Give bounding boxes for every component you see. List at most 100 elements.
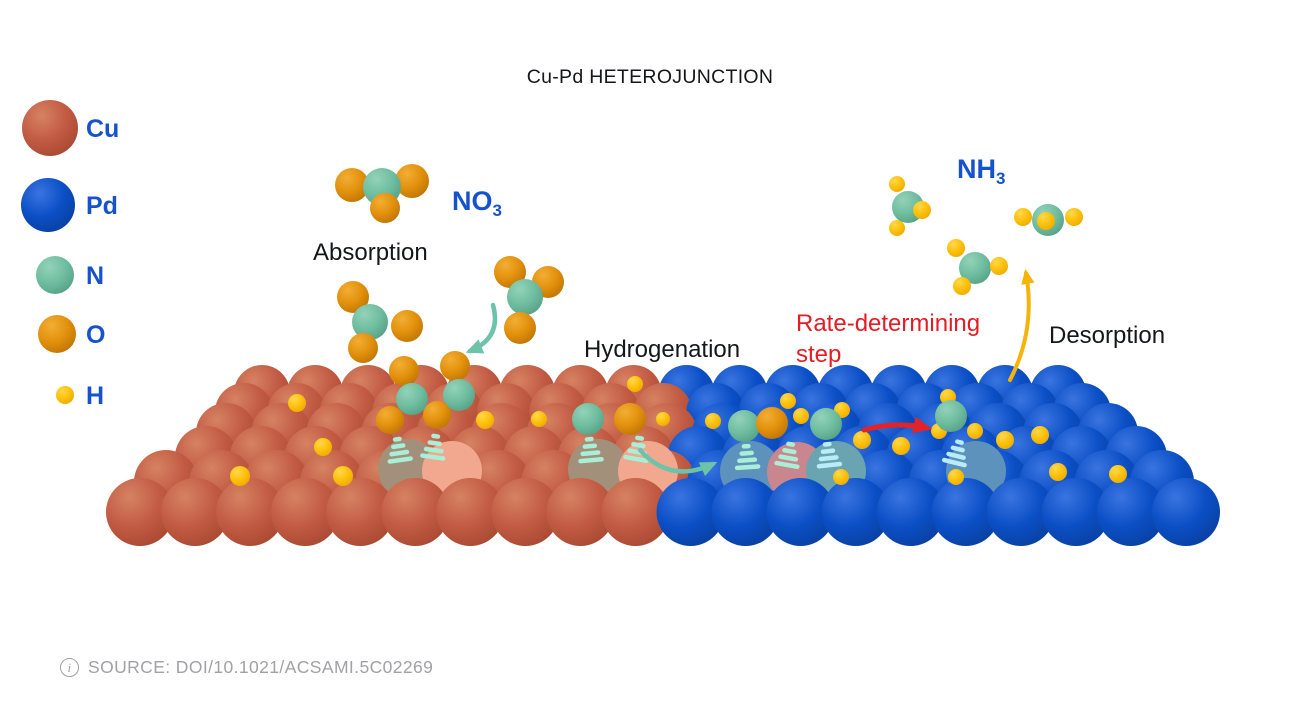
cu-atom xyxy=(491,478,560,546)
striped-bond xyxy=(941,439,967,468)
legend-label-h: H xyxy=(86,382,104,410)
h-atom xyxy=(656,412,670,426)
h-atom xyxy=(1109,465,1127,483)
no3-molecule-a xyxy=(335,164,429,223)
o-atom xyxy=(504,312,536,344)
desorption-arrow xyxy=(1008,268,1035,382)
n-atom xyxy=(728,410,760,442)
o-atom xyxy=(337,281,369,313)
o-atom xyxy=(756,407,788,439)
pd-atom xyxy=(931,478,1000,546)
o-atom xyxy=(348,333,378,363)
legend-item-h: H xyxy=(56,382,104,410)
h-atom xyxy=(996,431,1014,449)
o-atom xyxy=(614,403,646,435)
o-atom xyxy=(370,193,400,223)
h-atom xyxy=(314,438,332,456)
h-atom xyxy=(780,393,796,409)
desorption-label: Desorption xyxy=(1049,322,1166,349)
info-icon: i xyxy=(60,658,79,677)
nh3-subscript: 3 xyxy=(996,169,1006,188)
process-arrows xyxy=(465,268,1035,477)
no3-molecule-c xyxy=(494,256,564,344)
adsorbed-nh2-pd-2 xyxy=(931,389,983,485)
legend-label-n: N xyxy=(86,262,104,290)
no3-subscript: 3 xyxy=(492,201,502,220)
pd-atom xyxy=(1041,478,1110,546)
h-atom xyxy=(333,466,353,486)
n-atom xyxy=(443,379,475,411)
h-atom xyxy=(705,413,721,429)
h-atom xyxy=(953,277,971,295)
nh3-label: NH3 xyxy=(957,154,1005,189)
h-atom xyxy=(853,431,871,449)
striped-bond xyxy=(734,443,761,471)
legend-label-cu: Cu xyxy=(86,115,119,143)
striped-bond xyxy=(816,441,843,469)
n-atom xyxy=(935,400,967,432)
surface-hydrogen-atoms xyxy=(230,394,1127,486)
h-atom xyxy=(627,376,643,392)
adsorbed-n-oh-cluster-pd xyxy=(705,393,796,442)
cu-atom xyxy=(161,478,230,546)
n-atom xyxy=(572,403,604,435)
h-atom xyxy=(892,437,910,455)
o-atom xyxy=(391,310,423,342)
hydrogenation-arrow xyxy=(637,447,718,477)
pd-atom xyxy=(876,478,945,546)
pd-atom xyxy=(1096,478,1165,546)
h-atom xyxy=(889,220,905,236)
h-atom xyxy=(913,201,931,219)
pd-atom xyxy=(711,478,780,546)
h-atom xyxy=(476,411,494,429)
o-atom xyxy=(395,164,429,198)
h-atom xyxy=(967,423,983,439)
source-footer: i SOURCE: DOI/10.1021/ACSAMI.5C02269 xyxy=(60,657,433,678)
h-atom xyxy=(1065,208,1083,226)
adsorbed-n-o-cluster-cu-2 xyxy=(531,376,670,435)
o-atom xyxy=(494,256,526,288)
legend-label-o: O xyxy=(86,321,105,349)
cu-atom xyxy=(546,478,615,546)
h-atom xyxy=(948,469,964,485)
nh3-molecule-a xyxy=(889,176,931,236)
o-atom xyxy=(335,168,369,202)
legend-swatch-h xyxy=(56,386,74,404)
pd-atom xyxy=(986,478,1055,546)
adsorbed-no-cluster-cu-1 xyxy=(376,351,475,434)
h-atom xyxy=(1037,212,1055,230)
pd-atom xyxy=(656,478,725,546)
striped-bond xyxy=(420,433,446,461)
cu-atom xyxy=(106,478,174,546)
legend-item-cu: Cu xyxy=(22,100,119,156)
legend-swatch-pd xyxy=(21,178,75,232)
diagram-title: Cu-Pd HETEROJUNCTION xyxy=(526,66,774,88)
pd-atom xyxy=(766,478,835,546)
legend-item-o: O xyxy=(38,315,105,353)
o-atom xyxy=(440,351,470,381)
cu-atom xyxy=(271,478,340,546)
source-text: SOURCE: DOI/10.1021/ACSAMI.5C02269 xyxy=(88,657,434,677)
striped-bond xyxy=(774,441,800,469)
cu-atom xyxy=(601,478,670,546)
cu-atom xyxy=(326,478,395,546)
pd-atom xyxy=(1152,478,1220,546)
cu-atom xyxy=(381,478,450,546)
cu-atom xyxy=(216,478,285,546)
h-atom xyxy=(889,176,905,192)
h-atom xyxy=(1031,426,1049,444)
cu-atom xyxy=(436,478,505,546)
legend-item-pd: Pd xyxy=(21,178,118,232)
h-atom xyxy=(288,394,306,412)
h-atom xyxy=(990,257,1008,275)
molecules xyxy=(230,164,1127,486)
n-atom xyxy=(507,279,543,315)
o-atom xyxy=(376,406,404,434)
h-atom xyxy=(947,239,965,257)
absorption-arrow xyxy=(465,302,498,354)
adsorbed-nh2-pd-1 xyxy=(793,402,850,485)
metal-slab xyxy=(106,365,1220,546)
pd-atom xyxy=(821,478,890,546)
nh3-molecule-c xyxy=(947,239,1008,295)
